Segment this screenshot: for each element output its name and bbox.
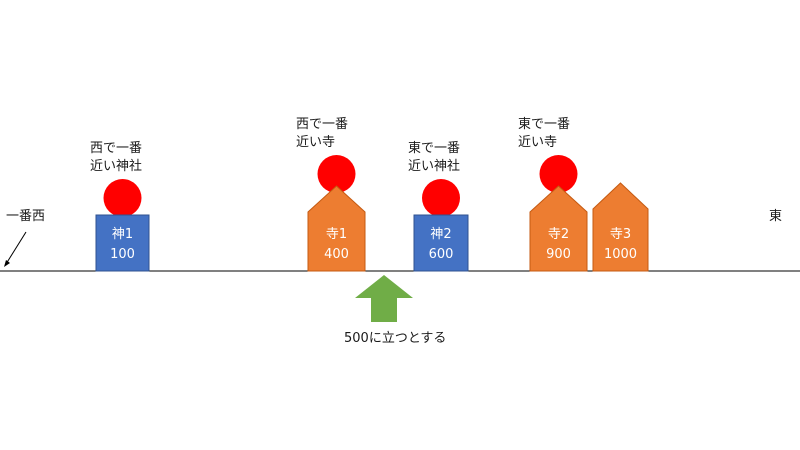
temple-pentagon [529, 185, 588, 272]
item-value: 100 [110, 247, 135, 262]
item-name: 寺2 [548, 227, 569, 242]
item-note-line2: 近い寺 [296, 135, 335, 150]
item-temple-1: 西で一番 近い寺 寺1 400 [296, 117, 366, 272]
east-end-label: 東 [769, 208, 782, 224]
item-name: 神2 [430, 227, 451, 242]
up-arrow-icon [355, 275, 413, 322]
west-pointer-arrowhead [4, 260, 10, 267]
item-temple-3: 寺3 1000 [592, 182, 649, 272]
red-marker-circle [103, 179, 142, 217]
item-value: 600 [429, 247, 454, 262]
red-marker-circle [422, 179, 460, 217]
item-note-line1: 東で一番 [408, 140, 460, 156]
item-note-line2: 近い寺 [518, 135, 557, 150]
item-name: 神1 [112, 227, 133, 242]
item-note-line2: 近い神社 [408, 158, 460, 174]
items-group: 西で一番 近い神社 神1 100 西で一番 近い寺 寺1 400 東で一番 近い… [90, 116, 649, 272]
item-name: 寺3 [610, 227, 631, 242]
item-note-line1: 西で一番 [296, 117, 348, 132]
west-end-label: 一番西 [6, 209, 45, 224]
item-value: 900 [546, 247, 571, 262]
temple-pentagon [307, 185, 366, 272]
item-note-line2: 近い神社 [90, 158, 142, 174]
west-pointer-line [5, 231, 27, 265]
item-note-line1: 西で一番 [90, 141, 142, 156]
temple-pentagon [592, 182, 649, 272]
shrine-box [95, 214, 150, 272]
item-value: 400 [324, 247, 349, 262]
shrine-box [413, 214, 469, 272]
item-shrine-1: 西で一番 近い神社 神1 100 [90, 141, 150, 272]
item-value: 1000 [604, 247, 637, 262]
item-temple-2: 東で一番 近い寺 寺2 900 [518, 116, 588, 272]
red-marker-circle [539, 155, 578, 193]
red-marker-circle [317, 155, 356, 193]
stand-position-label: 500に立つとする [344, 331, 446, 346]
item-name: 寺1 [326, 227, 347, 242]
item-shrine-2: 東で一番 近い神社 神2 600 [408, 140, 469, 272]
item-note-line1: 東で一番 [518, 116, 570, 132]
